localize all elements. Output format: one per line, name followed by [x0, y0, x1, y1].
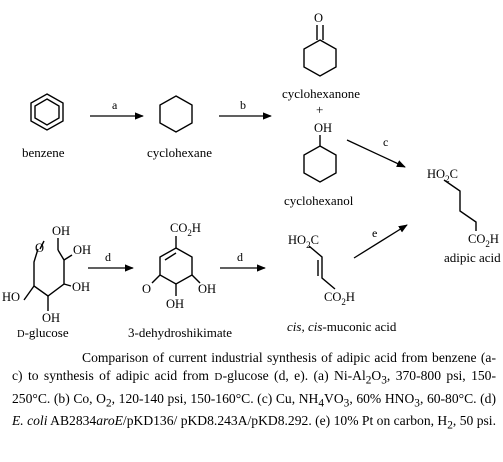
d-glucose-structure: [23, 238, 73, 311]
dhs-carboxyl: CO2H: [170, 221, 201, 238]
cyclohexane-structure: [159, 95, 193, 133]
glucose-oh-4: OH: [42, 311, 60, 325]
arrow-e-label: e: [372, 226, 377, 240]
muconic-acid-label: cis, cis-muconic acid: [287, 319, 397, 334]
arrow-d2-label: d: [237, 250, 243, 264]
adipic-acid-structure: [443, 179, 477, 231]
muconic-bottom-carboxyl: CO2H: [324, 290, 355, 307]
dhs-oh-2: OH: [198, 282, 216, 296]
muconic-acid-structure: [308, 245, 336, 290]
muconic-top-carboxyl: HO2C: [288, 233, 319, 250]
cyclohexanone-structure: [303, 25, 337, 77]
arrow-c-label: c: [383, 135, 388, 149]
glucose-oh-2: OH: [73, 243, 91, 257]
cyclohexanol-structure: [303, 135, 337, 183]
d-glucose-label: D-glucose: [17, 325, 69, 340]
glucose-oh-1: OH: [52, 224, 70, 238]
dhs-structure: [151, 236, 201, 296]
cyclohexanol-label: cyclohexanol: [284, 193, 354, 208]
adipic-bottom-carboxyl: CO2H: [468, 232, 499, 249]
adipic-acid-label: adipic acid: [444, 250, 501, 265]
arrow-a-label: a: [112, 98, 118, 112]
arrow-c: [346, 139, 406, 168]
dhs-oh-1: OH: [166, 297, 184, 311]
plus-sign: +: [316, 102, 323, 117]
caption-text: Comparison of current industrial synthes…: [12, 350, 496, 433]
figure-caption: Comparison of current industrial synthes…: [12, 349, 496, 435]
carbonyl-o: O: [314, 11, 323, 25]
hydroxyl-oh: OH: [314, 121, 332, 135]
ring-o: O: [35, 241, 44, 255]
glucose-oh-3: OH: [72, 280, 90, 294]
benzene-structure: [30, 93, 64, 131]
dhs-label: 3-dehydroshikimate: [128, 325, 232, 340]
cyclohexane-label: cyclohexane: [147, 145, 212, 160]
dhs-ketone-o: O: [142, 282, 151, 296]
arrow-b-label: b: [240, 98, 246, 112]
cyclohexanone-label: cyclohexanone: [282, 86, 360, 101]
benzene-label: benzene: [22, 145, 65, 160]
arrow-e: [353, 224, 408, 259]
glucose-ho: HO: [2, 290, 20, 304]
reaction-scheme: benzene a cyclohexane b O cyclohexanone …: [2, 11, 501, 340]
arrow-d1-label: d: [105, 250, 111, 264]
adipic-top-carboxyl: HO2C: [427, 167, 458, 184]
